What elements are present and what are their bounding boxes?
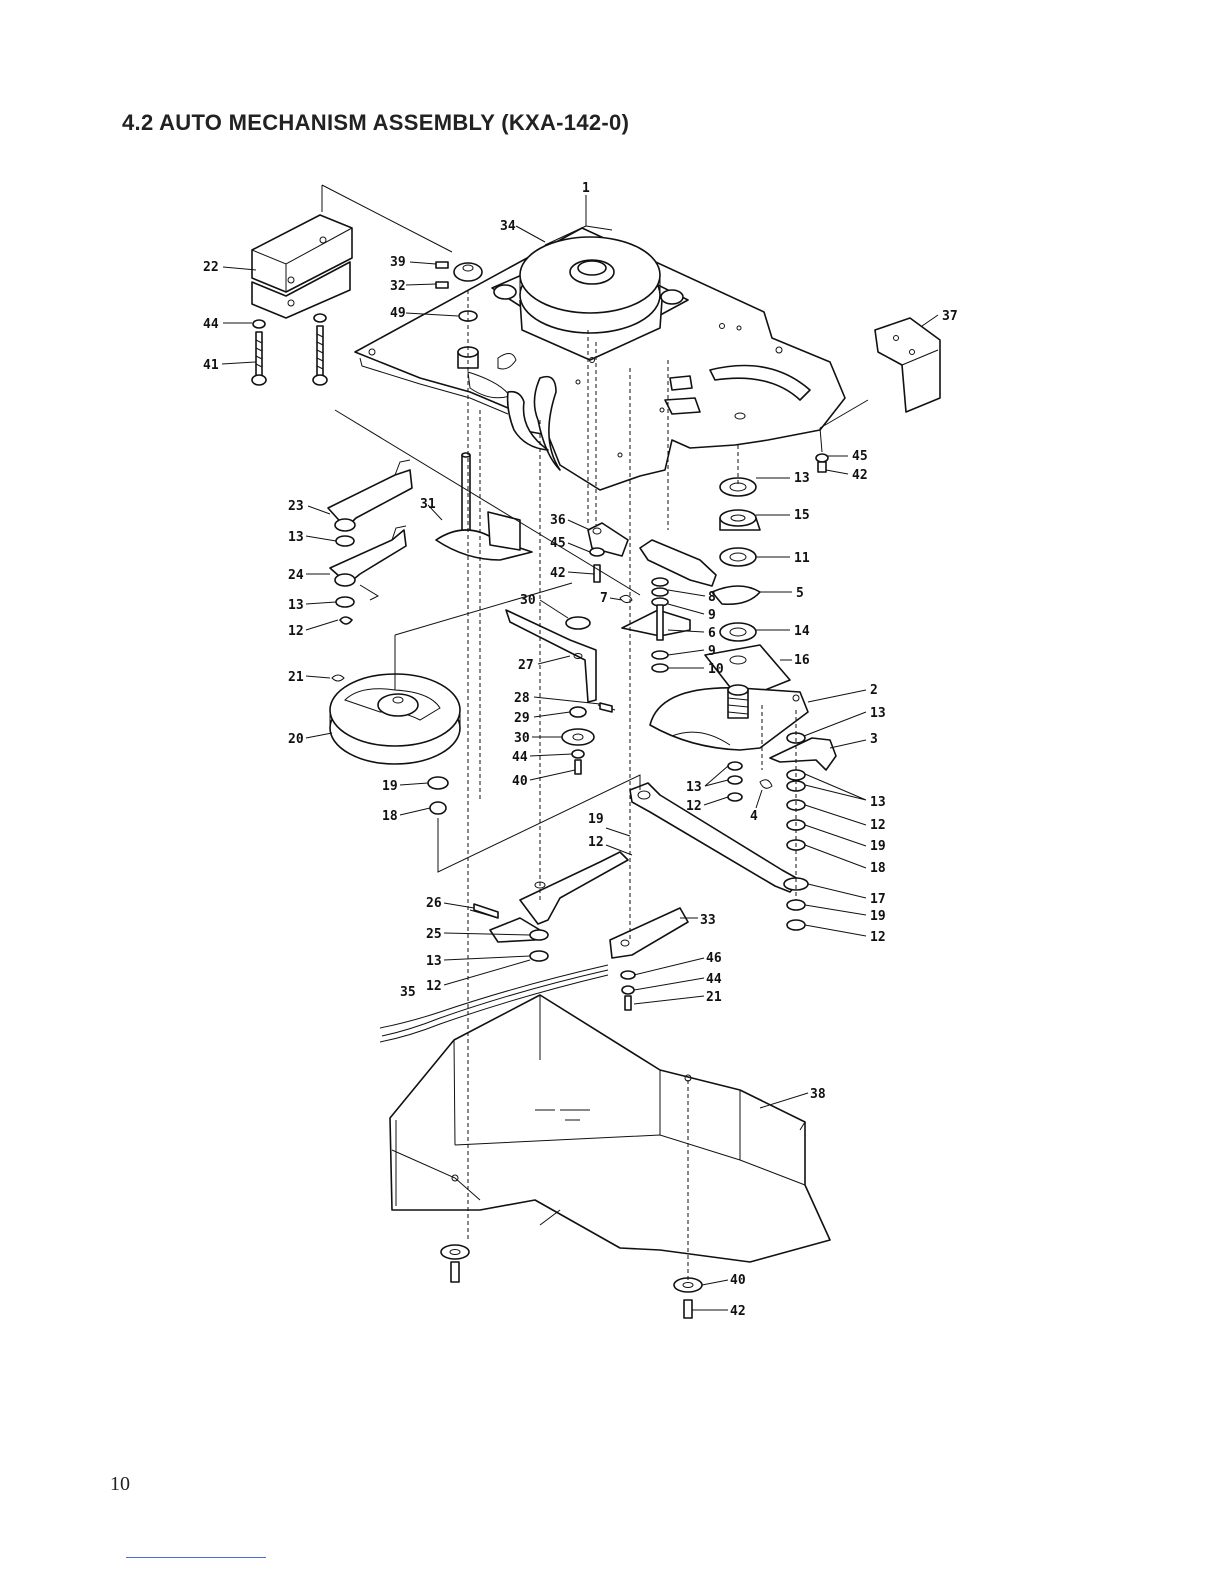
callout: 13 bbox=[686, 780, 702, 795]
callout: 35 bbox=[400, 985, 416, 1000]
callout: 21 bbox=[706, 990, 722, 1005]
callout: 6 bbox=[708, 626, 716, 641]
callout: 45 bbox=[852, 449, 868, 464]
callout: 27 bbox=[518, 658, 534, 673]
callout: 13 bbox=[288, 598, 304, 613]
callout: 29 bbox=[514, 711, 530, 726]
callout: 36 bbox=[550, 513, 566, 528]
callout: 19 bbox=[588, 812, 604, 827]
callout: 11 bbox=[794, 551, 810, 566]
callout: 12 bbox=[870, 818, 886, 833]
callout: 38 bbox=[810, 1087, 826, 1102]
callout: 13 bbox=[870, 706, 886, 721]
callout: 12 bbox=[870, 930, 886, 945]
callout: 42 bbox=[730, 1304, 746, 1319]
bottom-cover bbox=[390, 995, 830, 1318]
callout: 40 bbox=[730, 1273, 746, 1288]
callout: 16 bbox=[794, 653, 810, 668]
callout: 23 bbox=[288, 499, 304, 514]
callout: 30 bbox=[514, 731, 530, 746]
callout: 45 bbox=[550, 536, 566, 551]
callout: 1 bbox=[582, 181, 590, 196]
callout: 25 bbox=[426, 927, 442, 942]
callout: 13 bbox=[794, 471, 810, 486]
callout: 39 bbox=[390, 255, 406, 270]
callout: 18 bbox=[870, 861, 886, 876]
callout: 32 bbox=[390, 279, 406, 294]
callout: 41 bbox=[203, 358, 219, 373]
callout: 14 bbox=[794, 624, 810, 639]
callout: 44 bbox=[706, 972, 722, 987]
callout: 28 bbox=[514, 691, 530, 706]
callout: 12 bbox=[426, 979, 442, 994]
solenoid bbox=[252, 215, 352, 385]
callout: 24 bbox=[288, 568, 304, 583]
callout: 12 bbox=[588, 835, 604, 850]
callout: 8 bbox=[708, 590, 716, 605]
callout: 30 bbox=[520, 593, 536, 608]
callout: 22 bbox=[203, 260, 219, 275]
callout: 13 bbox=[870, 795, 886, 810]
callout: 15 bbox=[794, 508, 810, 523]
callout: 18 bbox=[382, 809, 398, 824]
callout: 5 bbox=[796, 586, 804, 601]
callout: 33 bbox=[700, 913, 716, 928]
callout: 12 bbox=[288, 624, 304, 639]
callout: 44 bbox=[203, 317, 219, 332]
callout: 9 bbox=[708, 608, 716, 623]
footer-rule bbox=[126, 1557, 266, 1558]
callout: 10 bbox=[708, 662, 724, 677]
shaft-31 bbox=[436, 453, 532, 560]
callout: 13 bbox=[288, 530, 304, 545]
callout: 42 bbox=[550, 566, 566, 581]
callout: 19 bbox=[382, 779, 398, 794]
callout: 3 bbox=[870, 732, 878, 747]
callout: 46 bbox=[706, 951, 722, 966]
callout: 9 bbox=[708, 644, 716, 659]
callout: 19 bbox=[870, 839, 886, 854]
callout: 7 bbox=[600, 591, 608, 606]
switch-arm bbox=[620, 540, 716, 672]
callout: 42 bbox=[852, 468, 868, 483]
callout: 37 bbox=[942, 309, 958, 324]
callout: 20 bbox=[288, 732, 304, 747]
long-lever bbox=[630, 783, 808, 892]
callout: 17 bbox=[870, 892, 886, 907]
callout: 19 bbox=[870, 909, 886, 924]
callout: 4 bbox=[750, 809, 758, 824]
callout: 49 bbox=[390, 306, 406, 321]
callout: 12 bbox=[686, 799, 702, 814]
callout: 2 bbox=[870, 683, 878, 698]
callout: 21 bbox=[288, 670, 304, 685]
callout: 34 bbox=[500, 219, 516, 234]
page-number: 10 bbox=[110, 1473, 130, 1496]
callout: 44 bbox=[512, 750, 528, 765]
callout: 31 bbox=[420, 497, 436, 512]
callout: 40 bbox=[512, 774, 528, 789]
callout: 13 bbox=[426, 954, 442, 969]
callout: 26 bbox=[426, 896, 442, 911]
left-levers bbox=[328, 460, 412, 624]
bracket-37 bbox=[875, 318, 940, 412]
